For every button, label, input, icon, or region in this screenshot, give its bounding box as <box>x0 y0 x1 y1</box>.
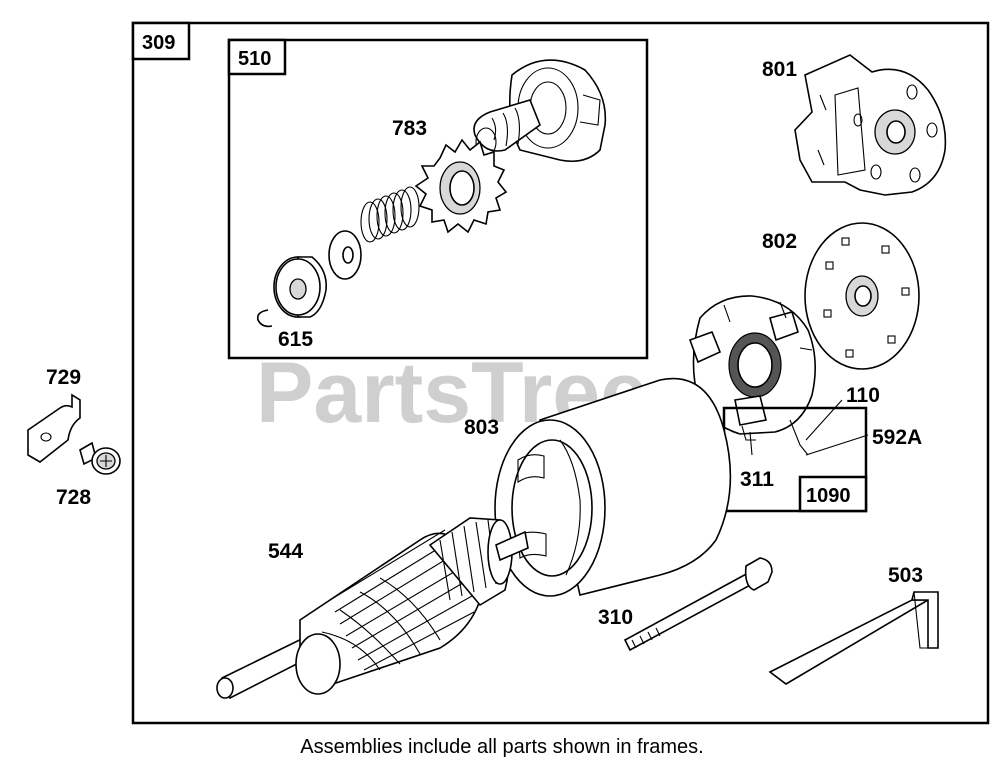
stop-collar <box>273 256 328 318</box>
leader-110 <box>805 399 843 441</box>
drive-clutch-housing <box>473 59 607 163</box>
label-544: 544 <box>268 540 303 563</box>
washer <box>328 230 362 280</box>
caption: Assemblies include all parts shown in fr… <box>300 736 704 758</box>
field-housing-803 <box>494 377 732 597</box>
label-802: 802 <box>762 230 797 253</box>
frame-1090-label-box <box>798 475 868 513</box>
leader-592A <box>805 434 869 456</box>
frame-309 <box>131 21 990 725</box>
armature-544 <box>216 517 529 700</box>
label-783: 783 <box>392 117 427 140</box>
pinion-gear-783 <box>414 138 508 234</box>
frame-1090-label: 1090 <box>806 485 851 507</box>
leader-311 <box>749 431 753 456</box>
brush-holder-assembly <box>688 295 816 456</box>
label-110: 110 <box>846 384 880 407</box>
end-plate-802 <box>804 222 920 370</box>
spring <box>360 186 420 243</box>
frame-510-label: 510 <box>238 48 271 70</box>
screw-728 <box>79 441 121 475</box>
label-615: 615 <box>278 328 313 351</box>
label-310: 310 <box>598 606 633 629</box>
frame-309-label-box <box>131 21 191 61</box>
label-729: 729 <box>46 366 81 389</box>
frame-510 <box>227 38 649 360</box>
strap-503 <box>768 591 939 685</box>
label-803: 803 <box>464 416 499 439</box>
through-bolt-310 <box>623 557 773 652</box>
label-311: 311 <box>740 468 774 491</box>
end-bracket-801 <box>794 54 947 196</box>
frame-510-label-box <box>227 38 287 76</box>
retaining-ring-615 <box>256 309 273 328</box>
label-503: 503 <box>888 564 923 587</box>
label-801: 801 <box>762 58 797 81</box>
label-728: 728 <box>56 486 91 509</box>
clip-729 <box>27 393 81 463</box>
frame-309-label: 309 <box>142 32 175 54</box>
label-592A: 592A <box>872 426 922 449</box>
